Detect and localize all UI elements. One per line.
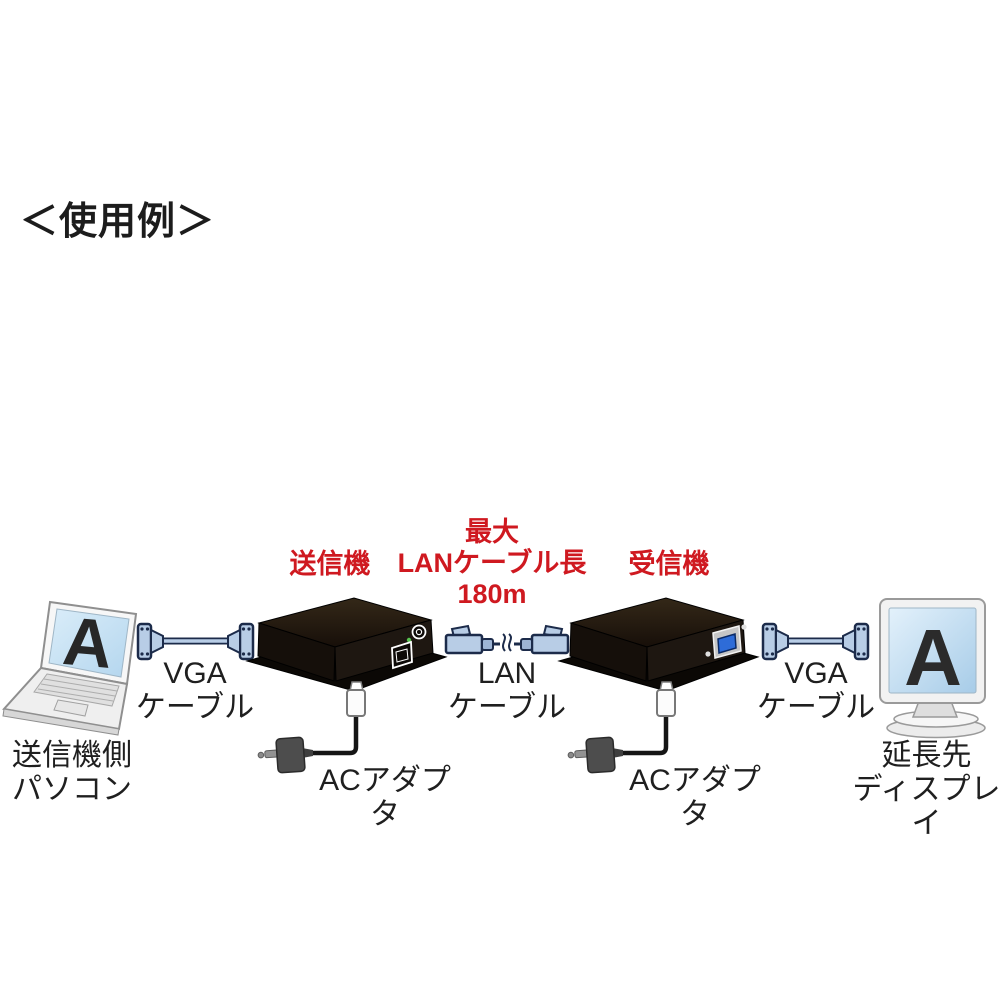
- screw-dot: [145, 627, 150, 631]
- vga-cable-left-icon: [136, 622, 255, 661]
- laptop-screen-letter: A: [60, 603, 116, 683]
- ac-adapter-right-label: ACアダプタ: [629, 764, 761, 831]
- adapter-body: [275, 736, 306, 774]
- receiver-label: 受信機: [628, 549, 710, 579]
- power-cable: [307, 711, 359, 756]
- lan-note-line2: LANケーブル長: [397, 548, 587, 578]
- vga-port-icon: [717, 633, 737, 654]
- laptop-illustration: A: [2, 600, 138, 736]
- transmitter-front-face: [257, 622, 336, 682]
- ac-adapter-left-label: ACアダプタ: [319, 764, 451, 831]
- lan-cable-icon: [444, 624, 570, 656]
- page-title: ＜使用例＞: [20, 201, 216, 243]
- power-port-icon: [411, 624, 427, 640]
- screw-dot: [241, 627, 246, 631]
- source-pc-label: 送信機側 パソコン: [12, 739, 192, 807]
- monitor-illustration: A: [879, 598, 986, 739]
- rj45-plug-icon: [444, 633, 484, 655]
- screw-dot: [741, 624, 747, 630]
- rj45-plug-boot: [481, 638, 494, 651]
- ac-adapter-left-icon: [257, 681, 366, 774]
- monitor-screen-letter: A: [904, 613, 962, 702]
- display-line1: 延長先: [881, 739, 972, 772]
- lan-note-line3: 180m: [457, 579, 527, 609]
- lan-max-length-note: 最大 LANケーブル長 180m: [392, 517, 592, 610]
- rj45-plug-icon: [530, 633, 570, 655]
- screw-dot: [145, 652, 150, 656]
- vga-connector-taper: [775, 628, 789, 655]
- vga-connector-taper: [150, 628, 164, 655]
- adapter-prong-tip: [567, 751, 575, 759]
- vga-connector-taper: [227, 628, 241, 655]
- display-label: 延長先 ディスプレイ: [845, 739, 1000, 841]
- display-line2: ディスプレイ: [852, 773, 1000, 840]
- laptop-screen: [48, 608, 130, 678]
- transmitter-right-face: [334, 619, 434, 682]
- dc-plug-icon: [346, 689, 366, 717]
- rj45-port-inner: [395, 648, 409, 663]
- screw-dot: [856, 652, 861, 656]
- power-led-icon: [406, 637, 412, 643]
- ac-adapter-right-icon: [567, 681, 676, 774]
- screw-dot: [856, 627, 861, 631]
- screw-dot: [241, 652, 246, 656]
- laptop-front-edge: [2, 708, 120, 736]
- vga-cable-left-label: VGA ケーブル: [133, 657, 257, 725]
- power-port-pin: [415, 628, 423, 636]
- source-pc-line2: パソコン: [12, 773, 132, 806]
- cable-break-icon: [508, 633, 512, 652]
- cable-break-icon: [502, 633, 506, 652]
- vga-cable-right-icon: [761, 622, 870, 661]
- vga-right-line1: VGA: [784, 657, 848, 690]
- receiver-front-face: [569, 622, 648, 682]
- lan-cable-label: LAN ケーブル: [445, 657, 569, 725]
- receiver-box-illustration: [557, 597, 760, 692]
- vga-left-line1: VGA: [163, 657, 227, 690]
- screw-dot: [140, 627, 144, 631]
- keyboard-row-line: [40, 683, 116, 697]
- transmitter-box-illustration: [245, 597, 448, 692]
- lan-line2: ケーブル: [447, 691, 567, 724]
- keyboard-row-line: [37, 688, 114, 702]
- laptop-touchpad: [53, 699, 89, 717]
- cable-break-gap: [500, 632, 514, 656]
- screw-dot: [770, 652, 775, 656]
- monitor-screen: [888, 607, 977, 694]
- vga-connector-taper: [842, 628, 856, 655]
- screw-dot: [140, 652, 144, 656]
- power-cable: [617, 711, 669, 756]
- screw-dot: [862, 627, 866, 631]
- screw-dot: [770, 627, 775, 631]
- lan-note-line1: 最大: [465, 517, 519, 547]
- screw-dot: [765, 627, 769, 631]
- screw-dot: [765, 652, 769, 656]
- screw-dot: [247, 652, 251, 656]
- screw-dot: [247, 627, 251, 631]
- vga-left-line2: ケーブル: [135, 691, 255, 724]
- vga-cable-right-label: VGA ケーブル: [754, 657, 878, 725]
- adapter-body: [585, 736, 616, 774]
- keyboard-row-line: [43, 678, 118, 692]
- lan-line1: LAN: [477, 657, 537, 690]
- rj45-plug-boot: [520, 638, 533, 651]
- vga-right-line2: ケーブル: [756, 691, 876, 724]
- adapter-prong-tip: [257, 751, 265, 759]
- source-pc-line1: 送信機側: [12, 739, 132, 772]
- screw-dot: [705, 651, 711, 657]
- screw-dot: [862, 652, 866, 656]
- transmitter-label: 送信機: [289, 549, 371, 579]
- dc-plug-icon: [656, 689, 676, 717]
